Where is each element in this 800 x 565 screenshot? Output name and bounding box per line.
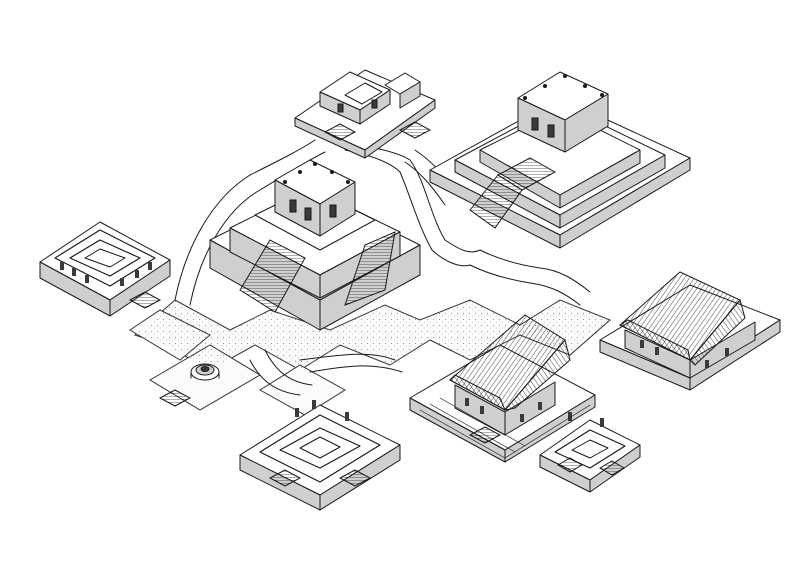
south-courtyard-palace (239, 400, 401, 511)
thatched-hall-center (409, 314, 596, 463)
small-courtyard-southeast (539, 412, 641, 493)
west-courtyard-palace (39, 221, 171, 317)
central-temple-pyramid (209, 159, 421, 331)
north-shrine (294, 69, 436, 159)
circular-altar (158, 363, 220, 407)
northeast-temple-pyramid (429, 71, 691, 249)
tiled-ground (419, 397, 591, 459)
thatched-hall-east (599, 271, 781, 391)
